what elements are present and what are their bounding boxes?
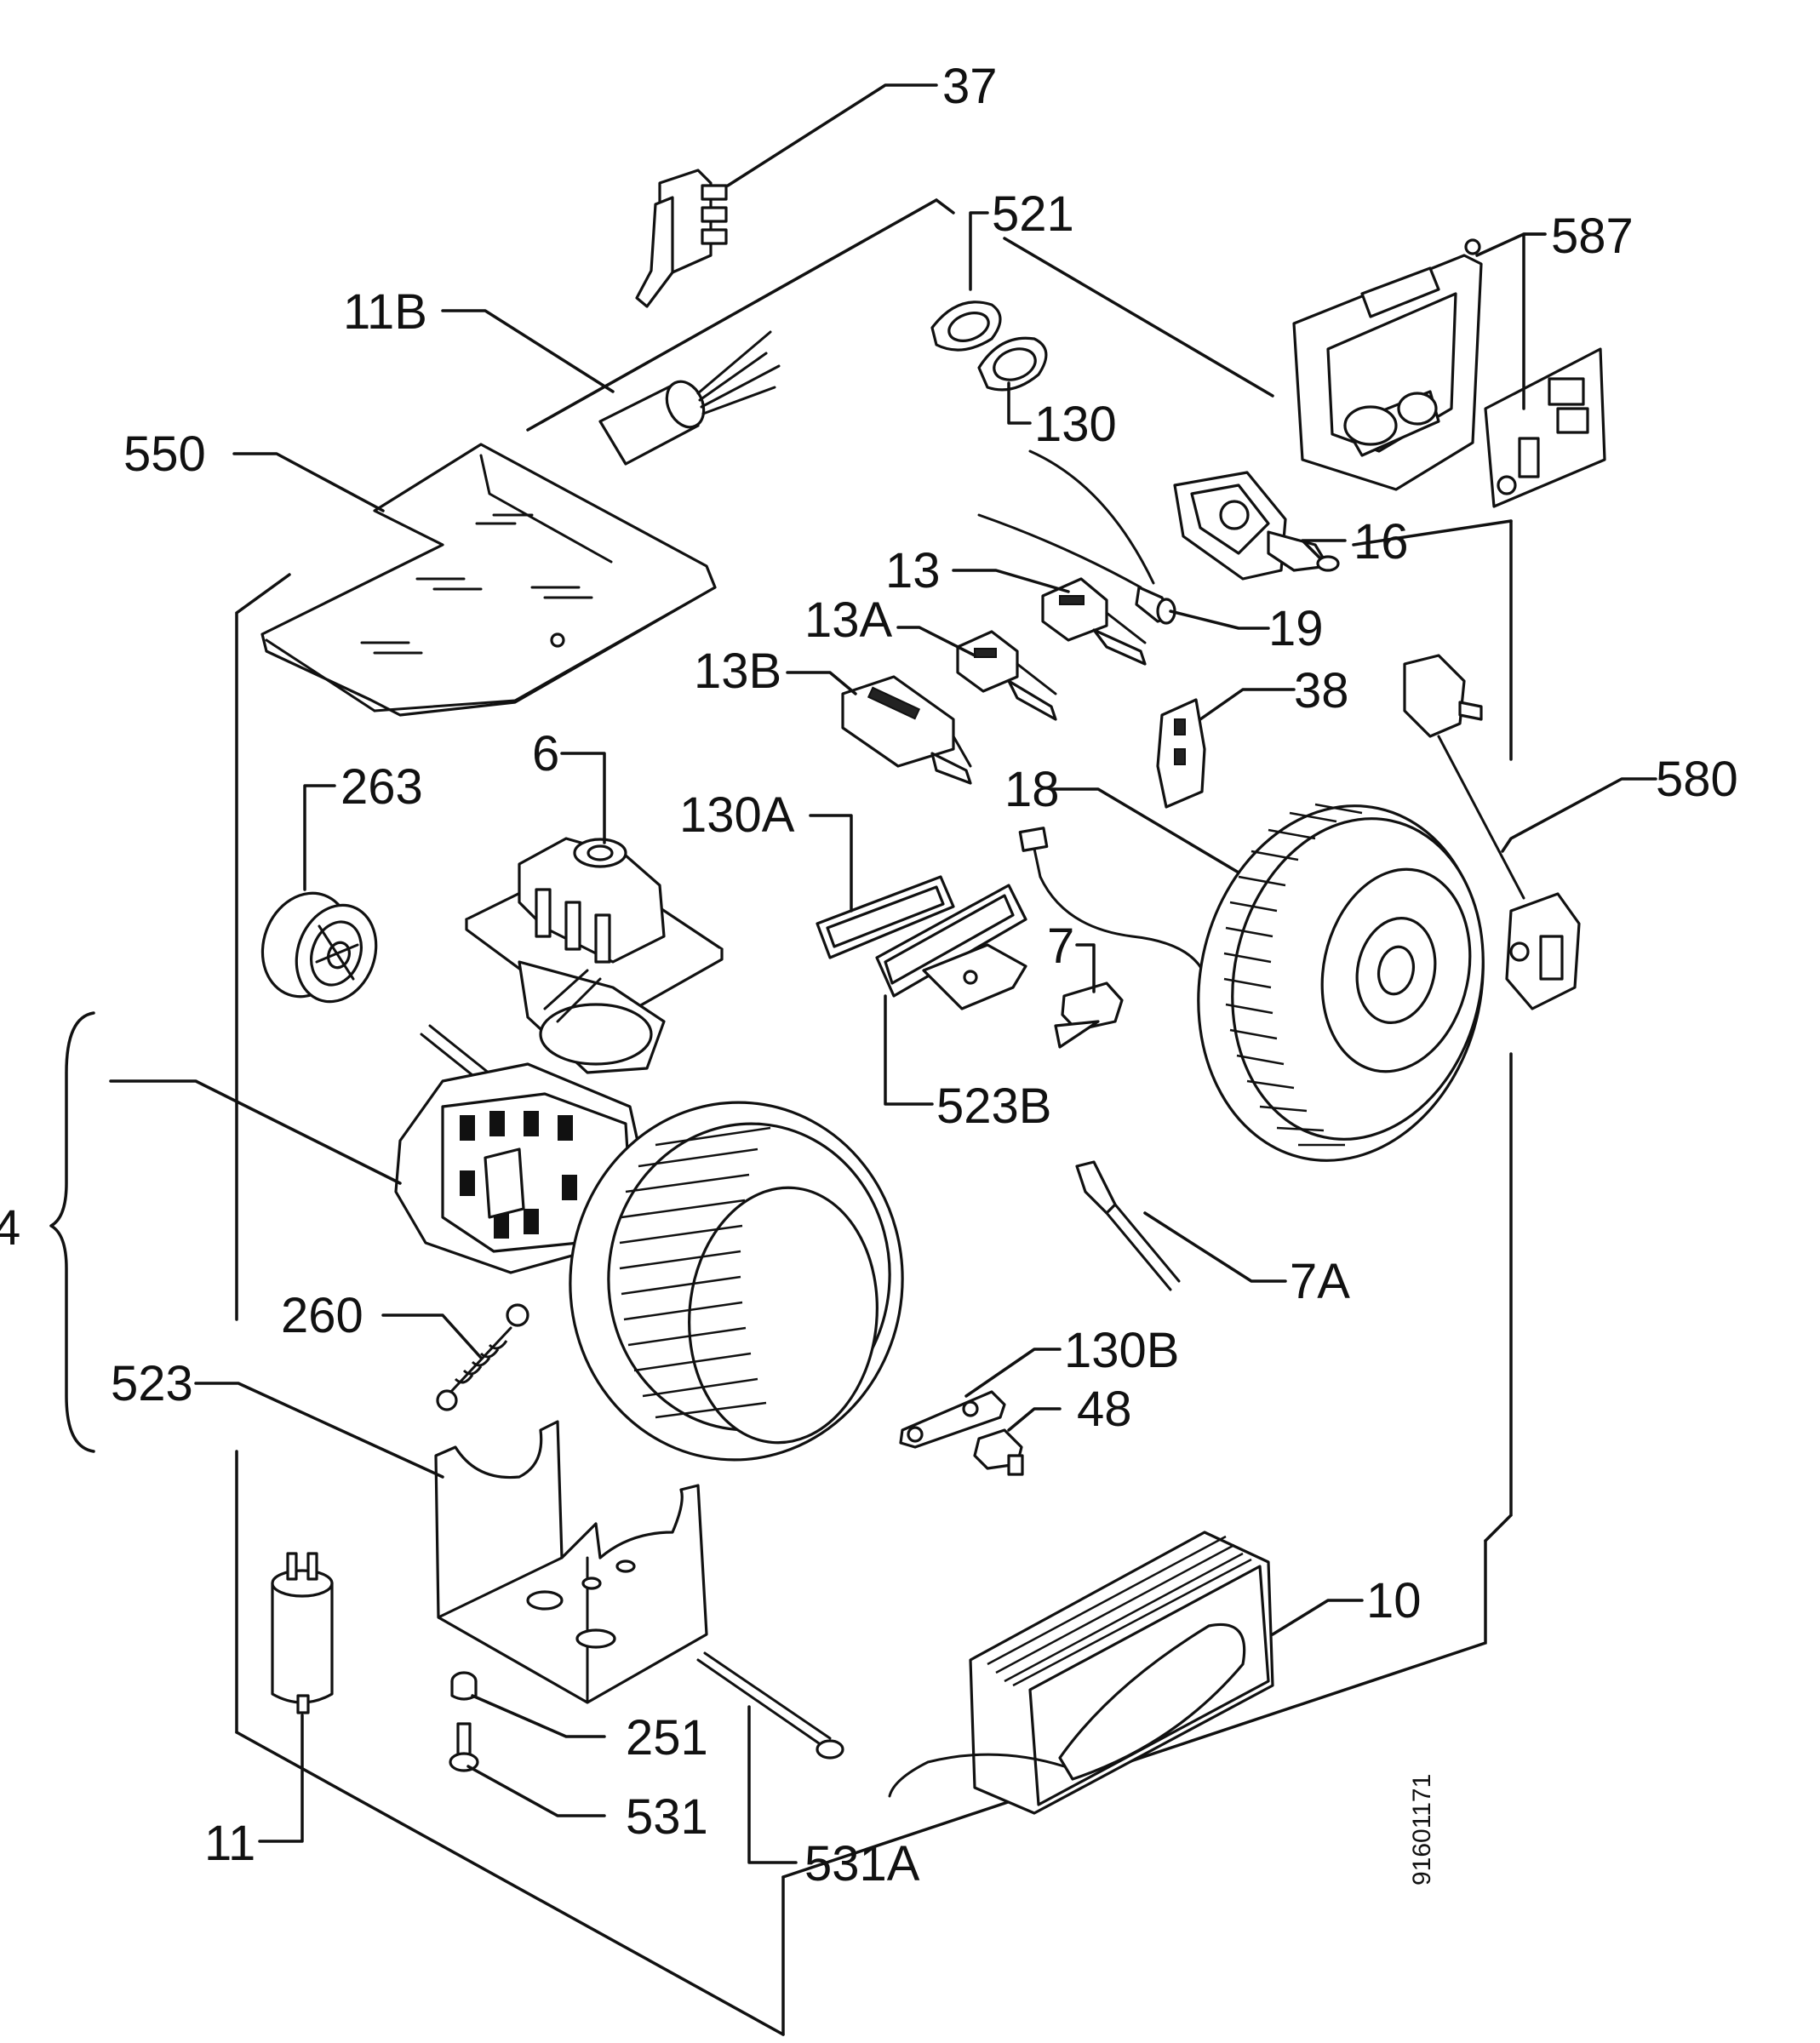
label-531: 531 bbox=[626, 1789, 708, 1845]
label-11: 11 bbox=[204, 1816, 255, 1871]
label-18: 18 bbox=[1004, 762, 1060, 817]
label-4: 4 bbox=[0, 1200, 20, 1256]
part-7a-thermostat bbox=[1075, 1160, 1181, 1291]
label-587: 587 bbox=[1551, 209, 1634, 264]
label-523b: 523B bbox=[936, 1079, 1051, 1134]
part-6-pump bbox=[465, 837, 724, 1074]
part-531a-screw bbox=[696, 1651, 844, 1760]
part-130-gasket bbox=[977, 336, 1048, 392]
callout-labels: 37 521 587 11B 130 550 16 13 19 13A 13B … bbox=[0, 59, 1738, 1891]
label-13: 13 bbox=[885, 543, 941, 598]
cabinet-frame bbox=[235, 197, 1513, 2036]
part-580-switch bbox=[1403, 654, 1581, 1010]
part-48-part bbox=[973, 1428, 1024, 1476]
part-38-plate bbox=[1156, 698, 1206, 809]
label-19: 19 bbox=[1268, 601, 1324, 656]
label-130: 130 bbox=[1034, 397, 1117, 452]
leader-lines bbox=[109, 83, 1657, 1864]
part-4-brace bbox=[49, 1011, 95, 1453]
part-11b-capacitor bbox=[598, 330, 781, 466]
part-13a-connector bbox=[956, 630, 1057, 721]
part-7-part bbox=[1054, 981, 1124, 1049]
part-531-screw bbox=[449, 1722, 479, 1772]
label-38: 38 bbox=[1294, 663, 1349, 718]
label-531a: 531A bbox=[804, 1836, 920, 1891]
drawing-number: 91601171 bbox=[1408, 1774, 1436, 1886]
label-7a: 7A bbox=[1290, 1254, 1350, 1309]
part-10-heater bbox=[888, 1531, 1274, 1815]
part-550-cover bbox=[260, 443, 717, 717]
label-523: 523 bbox=[111, 1356, 193, 1411]
part-13-connector bbox=[1041, 577, 1147, 666]
part-260-spring bbox=[436, 1303, 529, 1411]
part-13b-connector bbox=[841, 675, 972, 785]
part-521-gasket bbox=[930, 300, 1002, 352]
label-263: 263 bbox=[341, 759, 423, 815]
label-251: 251 bbox=[626, 1710, 708, 1765]
label-37: 37 bbox=[942, 59, 998, 114]
part-37-bracket bbox=[635, 169, 728, 308]
part-16-switch bbox=[1173, 471, 1340, 581]
label-16: 16 bbox=[1354, 514, 1409, 569]
label-11b: 11B bbox=[343, 284, 427, 340]
label-130b: 130B bbox=[1064, 1323, 1179, 1378]
part-18-fan bbox=[1018, 803, 1485, 1162]
part-587-module bbox=[1292, 238, 1606, 508]
label-10: 10 bbox=[1366, 1573, 1422, 1628]
part-19-sensor bbox=[977, 449, 1176, 625]
label-13b: 13B bbox=[694, 644, 781, 699]
part-11-capacitor bbox=[271, 1552, 334, 1714]
part-130a-gasket bbox=[816, 875, 955, 959]
label-13a: 13A bbox=[804, 592, 893, 648]
label-7: 7 bbox=[1047, 918, 1074, 974]
part-4-motor bbox=[394, 1024, 904, 1462]
part-263-pulley bbox=[260, 891, 378, 1004]
part-523-bracket bbox=[434, 1420, 708, 1704]
label-260: 260 bbox=[281, 1288, 363, 1343]
part-523b-filter bbox=[875, 884, 1027, 1010]
label-130a: 130A bbox=[679, 787, 795, 843]
label-6: 6 bbox=[532, 726, 559, 781]
label-48: 48 bbox=[1077, 1382, 1132, 1437]
label-521: 521 bbox=[992, 186, 1074, 242]
label-580: 580 bbox=[1656, 752, 1738, 807]
part-130b-strip bbox=[899, 1390, 1006, 1449]
label-550: 550 bbox=[123, 426, 206, 482]
